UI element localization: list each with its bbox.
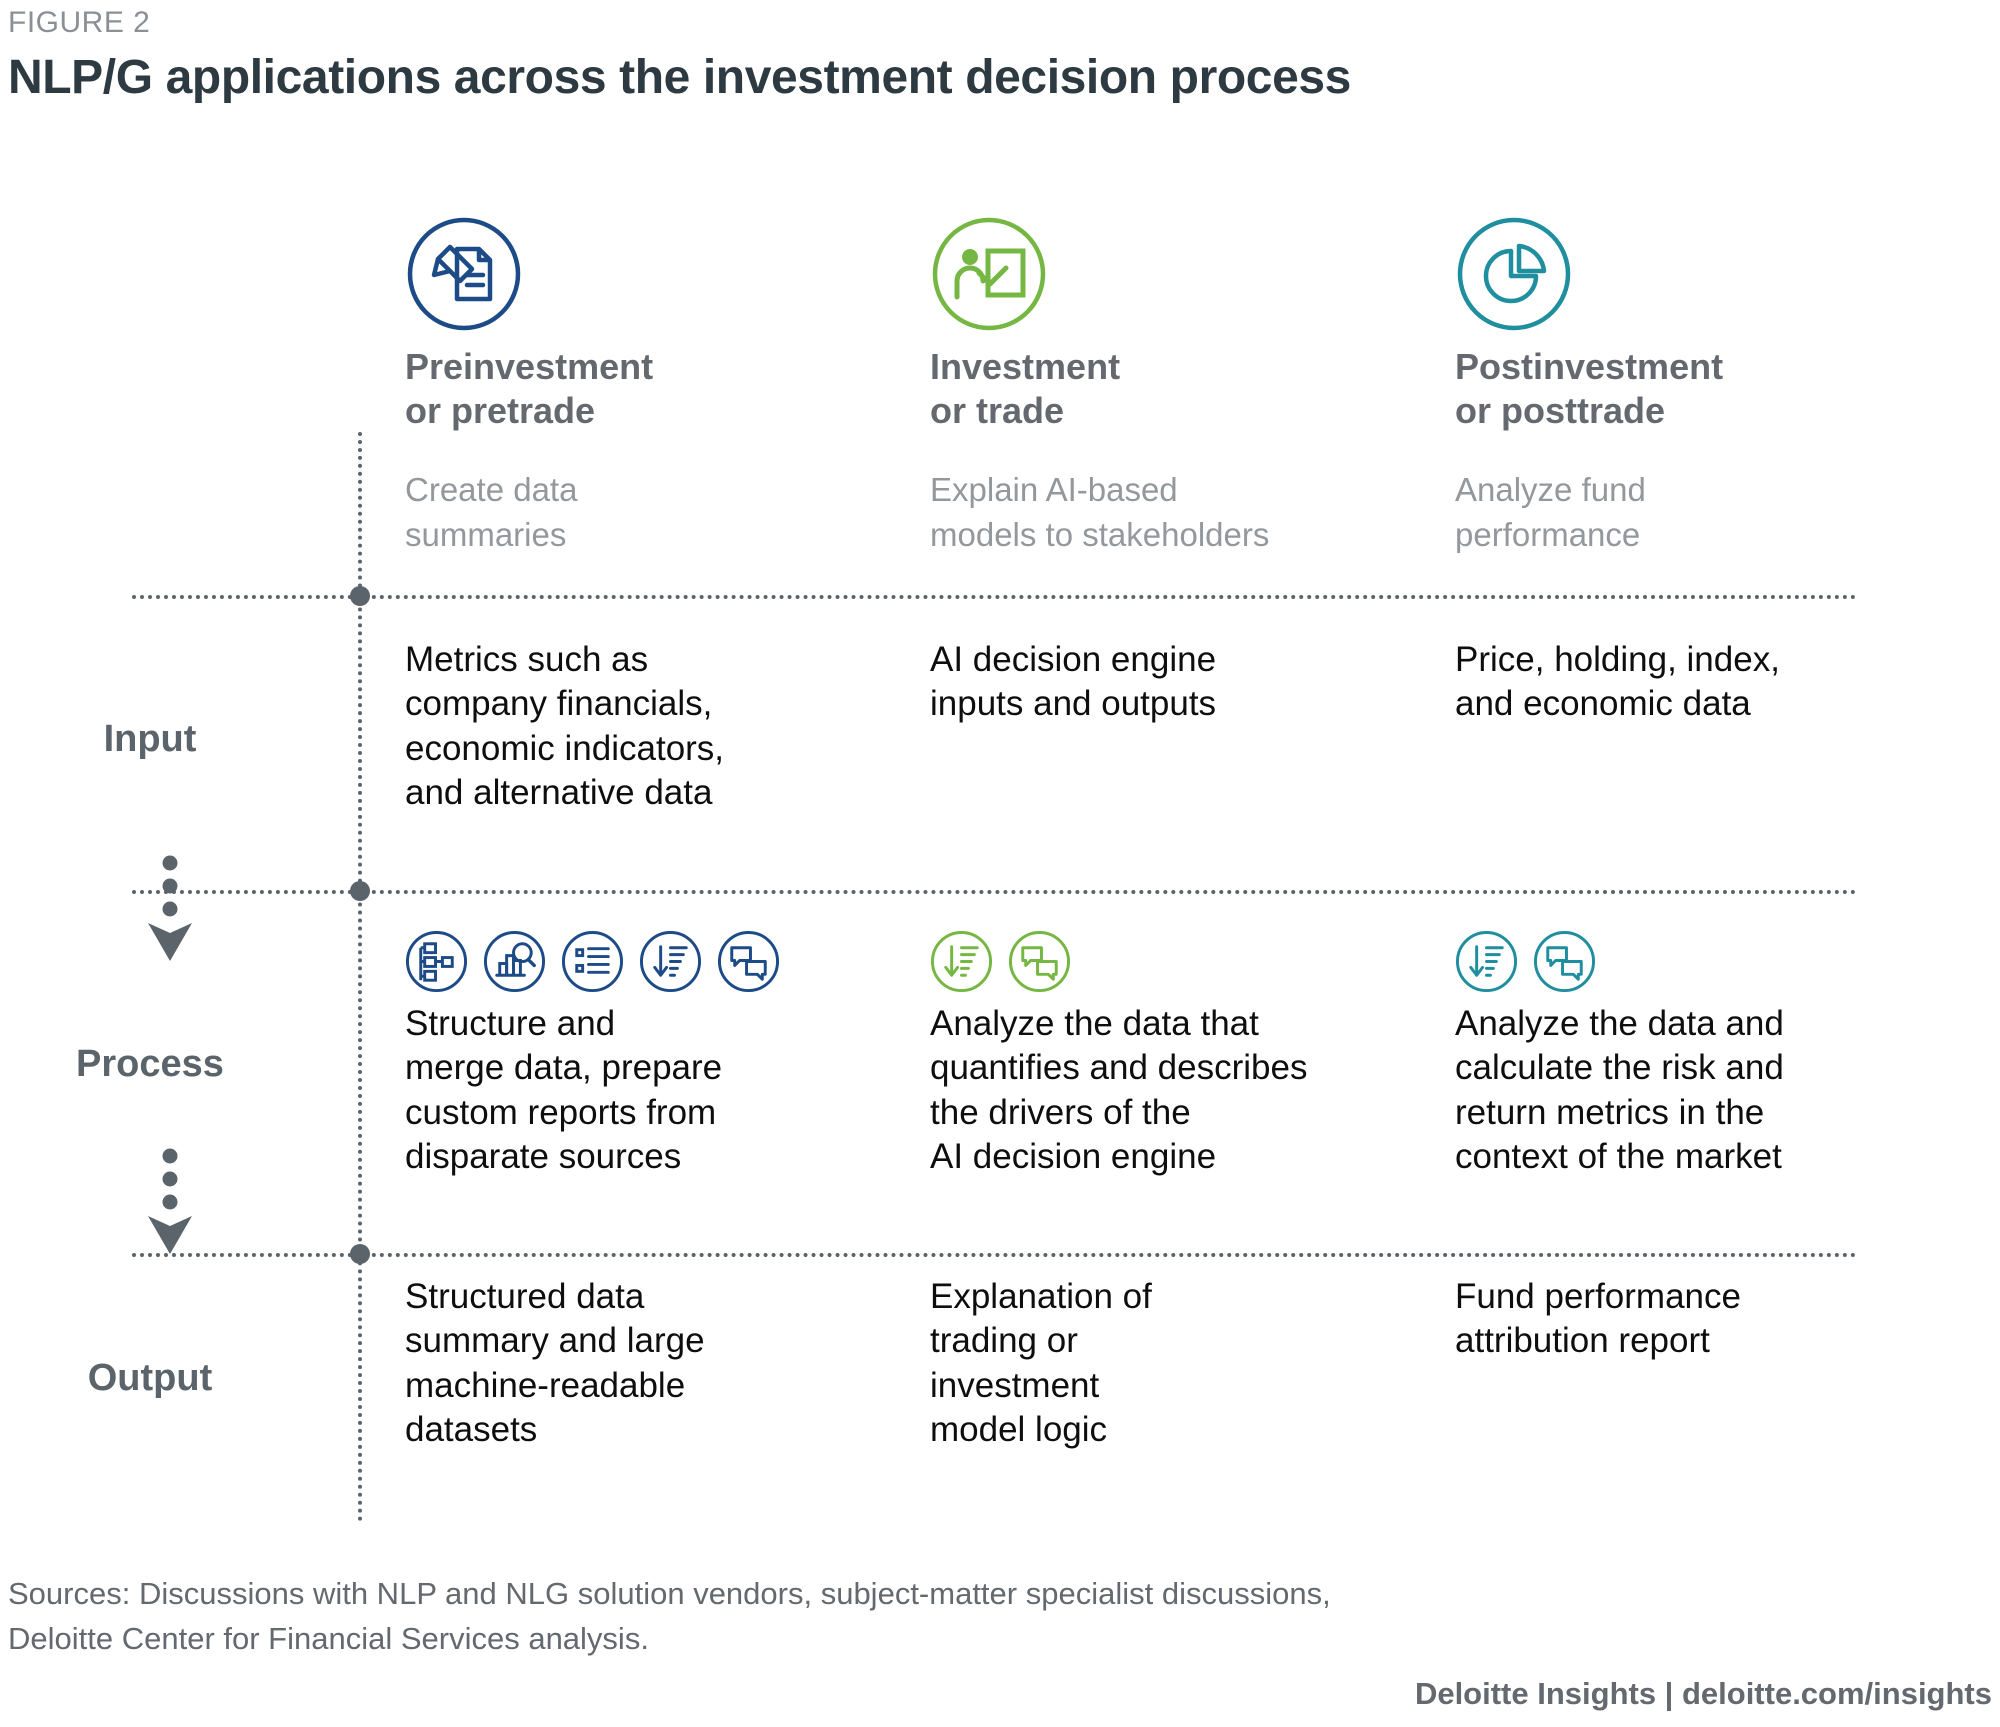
row-divider-bottom	[132, 1253, 1857, 1257]
cell-process-preinvestment: Structure and merge data, prepare custom…	[405, 1004, 723, 1177]
process-icons-postinvestment	[1455, 930, 1596, 993]
column-icon-preinvestment	[405, 215, 523, 333]
figure-label: FIGURE 2	[8, 6, 151, 39]
presenter-board-icon	[932, 217, 1046, 331]
page-title: NLP/G applications across the investment…	[8, 51, 1351, 104]
chat-bubbles-icon	[1008, 930, 1071, 993]
column-subheading-investment: Explain AI-based models to stakeholders	[930, 471, 1270, 553]
row-label-input: Input	[103, 718, 197, 760]
hierarchy-icon	[405, 930, 468, 993]
cell-process-postinvestment: Analyze the data and calculate the risk …	[1455, 1004, 1784, 1177]
column-heading-investment: Investment or trade	[930, 346, 1121, 431]
column-icon-investment	[930, 215, 1048, 333]
process-icons-preinvestment	[405, 930, 780, 993]
document-pen-icon	[407, 217, 521, 331]
dotted-down-arrow-icon	[148, 855, 192, 961]
row-divider-top	[132, 595, 1857, 599]
cell-input-postinvestment: Price, holding, index, and economic data	[1455, 640, 1780, 724]
process-icons-investment	[930, 930, 1071, 993]
flow-arrow-process-to-output	[140, 1148, 200, 1263]
column-subheading-preinvestment: Create data summaries	[405, 471, 578, 553]
column-heading-preinvestment: Preinvestment or pretrade	[405, 346, 654, 431]
column-heading-postinvestment: Postinvestment or posttrade	[1455, 346, 1724, 431]
dotted-down-arrow-icon	[148, 1148, 192, 1254]
row-label-process: Process	[76, 1043, 224, 1085]
divider-node-bottom	[350, 1244, 370, 1264]
sort-descending-icon	[639, 930, 702, 993]
brand-attribution: Deloitte Insights | deloitte.com/insight…	[1414, 1676, 1992, 1711]
cell-input-preinvestment: Metrics such as company financials, econ…	[405, 640, 725, 813]
divider-node-top	[350, 586, 370, 606]
cell-output-preinvestment: Structured data summary and large machin…	[405, 1277, 705, 1450]
cell-input-investment: AI decision engine inputs and outputs	[930, 640, 1217, 724]
cell-output-investment: Explanation of trading or investment mod…	[930, 1277, 1152, 1450]
cell-process-investment: Analyze the data that quantifies and des…	[930, 1004, 1308, 1177]
pie-chart-icon	[1457, 217, 1571, 331]
chat-bubbles-icon	[1533, 930, 1596, 993]
cell-output-postinvestment: Fund performance attribution report	[1455, 1277, 1741, 1361]
flow-arrow-input-to-process	[140, 855, 200, 970]
sort-descending-icon	[930, 930, 993, 993]
column-subheading-postinvestment: Analyze fund performance	[1455, 471, 1646, 553]
divider-node-middle	[350, 881, 370, 901]
sources-note: Sources: Discussions with NLP and NLG so…	[8, 1576, 1331, 1656]
column-divider-vertical	[358, 432, 362, 1522]
row-divider-middle	[132, 890, 1857, 894]
bulleted-list-icon	[561, 930, 624, 993]
chat-bubbles-icon	[717, 930, 780, 993]
sort-descending-icon	[1455, 930, 1518, 993]
chart-search-icon	[483, 930, 546, 993]
column-icon-postinvestment	[1455, 215, 1573, 333]
row-label-output: Output	[87, 1357, 213, 1399]
